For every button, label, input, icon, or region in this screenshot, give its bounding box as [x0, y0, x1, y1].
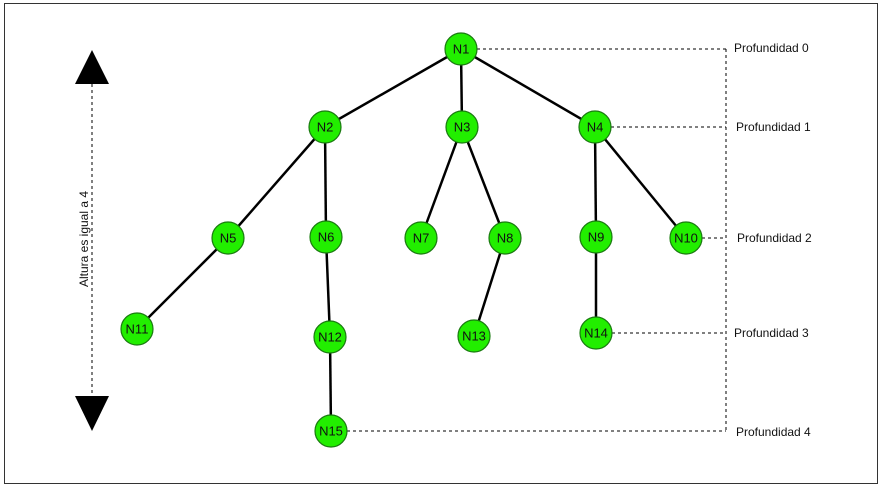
edge-n3-n8 [460, 126, 507, 239]
tree-node-n15: N15 [314, 414, 348, 448]
node-circle [457, 319, 491, 353]
node-circle [404, 221, 438, 255]
tree-node-n8: N8 [488, 221, 522, 255]
edge-n3-n7 [419, 126, 464, 239]
depth-guides [347, 48, 727, 432]
height-indicator: Altura es igual a 4 [75, 50, 109, 431]
edge-n4-n9 [593, 126, 598, 238]
node-label: N15 [319, 424, 343, 439]
node-label: N5 [220, 231, 237, 246]
depth-label-1: Profundidad 1 [736, 120, 811, 134]
node-circle [308, 110, 342, 144]
node-circle [669, 221, 703, 255]
node-label: N6 [318, 230, 335, 245]
tree-node-n2: N2 [308, 110, 342, 144]
node-circle [314, 414, 348, 448]
tree-node-n7: N7 [404, 221, 438, 255]
tree-node-n10: N10 [669, 221, 703, 255]
node-circle [309, 220, 343, 254]
depth-label-3: Profundidad 3 [734, 326, 809, 340]
edge-n8-n13 [472, 237, 507, 337]
node-label: N7 [413, 231, 430, 246]
edge-n1-n4 [460, 47, 596, 129]
up-arrow-icon [75, 50, 109, 84]
depth-labels: Profundidad 0 Profundidad 1 Profundidad … [734, 41, 812, 439]
tree-node-n14: N14 [579, 316, 613, 350]
tree-node-n9: N9 [579, 220, 613, 254]
edge-n2-n6 [323, 126, 328, 238]
node-label: N8 [497, 231, 514, 246]
diagram-frame [4, 3, 878, 484]
node-label: N2 [317, 120, 334, 135]
tree-node-n4: N4 [578, 110, 612, 144]
edge-n2-n5 [227, 126, 326, 239]
tree-edges [136, 47, 687, 432]
edge-n5-n11 [136, 237, 229, 330]
node-label: N14 [584, 326, 608, 341]
height-label: Altura es igual a 4 [77, 191, 91, 287]
tree-node-n12: N12 [313, 320, 347, 354]
node-circle [313, 320, 347, 354]
node-label: N4 [587, 120, 604, 135]
node-circle [578, 110, 612, 144]
tree-node-n11: N11 [120, 312, 154, 346]
node-circle [444, 32, 478, 66]
node-circle [579, 316, 613, 350]
node-label: N9 [588, 230, 605, 245]
edge-n6-n12 [324, 236, 332, 338]
tree-node-n13: N13 [457, 319, 491, 353]
node-circle [120, 312, 154, 346]
node-circle [579, 220, 613, 254]
node-label: N3 [454, 120, 471, 135]
node-label: N10 [674, 231, 698, 246]
depth-label-2: Profundidad 2 [737, 231, 812, 245]
node-label: N1 [453, 42, 470, 57]
node-label: N12 [318, 330, 342, 345]
node-circle [488, 221, 522, 255]
tree-node-n3: N3 [445, 110, 479, 144]
node-label: N13 [462, 329, 486, 344]
down-arrow-icon [75, 396, 109, 431]
depth-label-4: Profundidad 4 [736, 425, 811, 439]
depth-label-0: Profundidad 0 [734, 41, 809, 55]
tree-node-n1: N1 [444, 32, 478, 66]
node-circle [445, 110, 479, 144]
node-label: N11 [126, 322, 149, 337]
tree-node-n5: N5 [211, 221, 245, 255]
edge-n4-n10 [594, 126, 687, 239]
tree-node-n6: N6 [309, 220, 343, 254]
node-circle [211, 221, 245, 255]
edge-n1-n2 [324, 47, 462, 129]
